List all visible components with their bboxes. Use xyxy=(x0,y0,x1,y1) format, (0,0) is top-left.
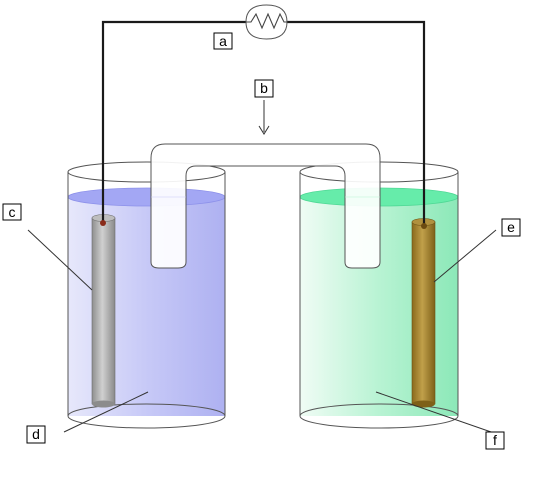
label-c-text: c xyxy=(9,204,16,220)
label-f: f xyxy=(485,431,505,450)
label-d-text: d xyxy=(32,426,40,442)
right-wire-terminal xyxy=(421,223,427,229)
label-e-text: e xyxy=(507,219,515,235)
left-electrode xyxy=(91,214,116,408)
label-e: e xyxy=(501,218,521,237)
label-f-text: f xyxy=(493,432,497,448)
label-a-text: a xyxy=(219,33,227,49)
salt-bridge xyxy=(150,143,381,269)
left-wire-terminal xyxy=(100,220,106,226)
label-a: a xyxy=(213,32,233,50)
label-pointer-lines xyxy=(27,100,497,434)
left-beaker-rim xyxy=(67,161,226,183)
resistor-zigzag-icon xyxy=(245,4,288,40)
right-electrode xyxy=(411,218,436,408)
left-solution-surface xyxy=(67,187,226,207)
label-b: b xyxy=(254,79,274,98)
label-c: c xyxy=(2,203,22,221)
left-beaker xyxy=(67,161,226,429)
label-d: d xyxy=(26,425,46,444)
label-b-text: b xyxy=(260,80,268,96)
salt-bridge-tube xyxy=(150,143,381,269)
external-circuit-wire xyxy=(101,20,426,226)
left-solution xyxy=(68,197,225,416)
